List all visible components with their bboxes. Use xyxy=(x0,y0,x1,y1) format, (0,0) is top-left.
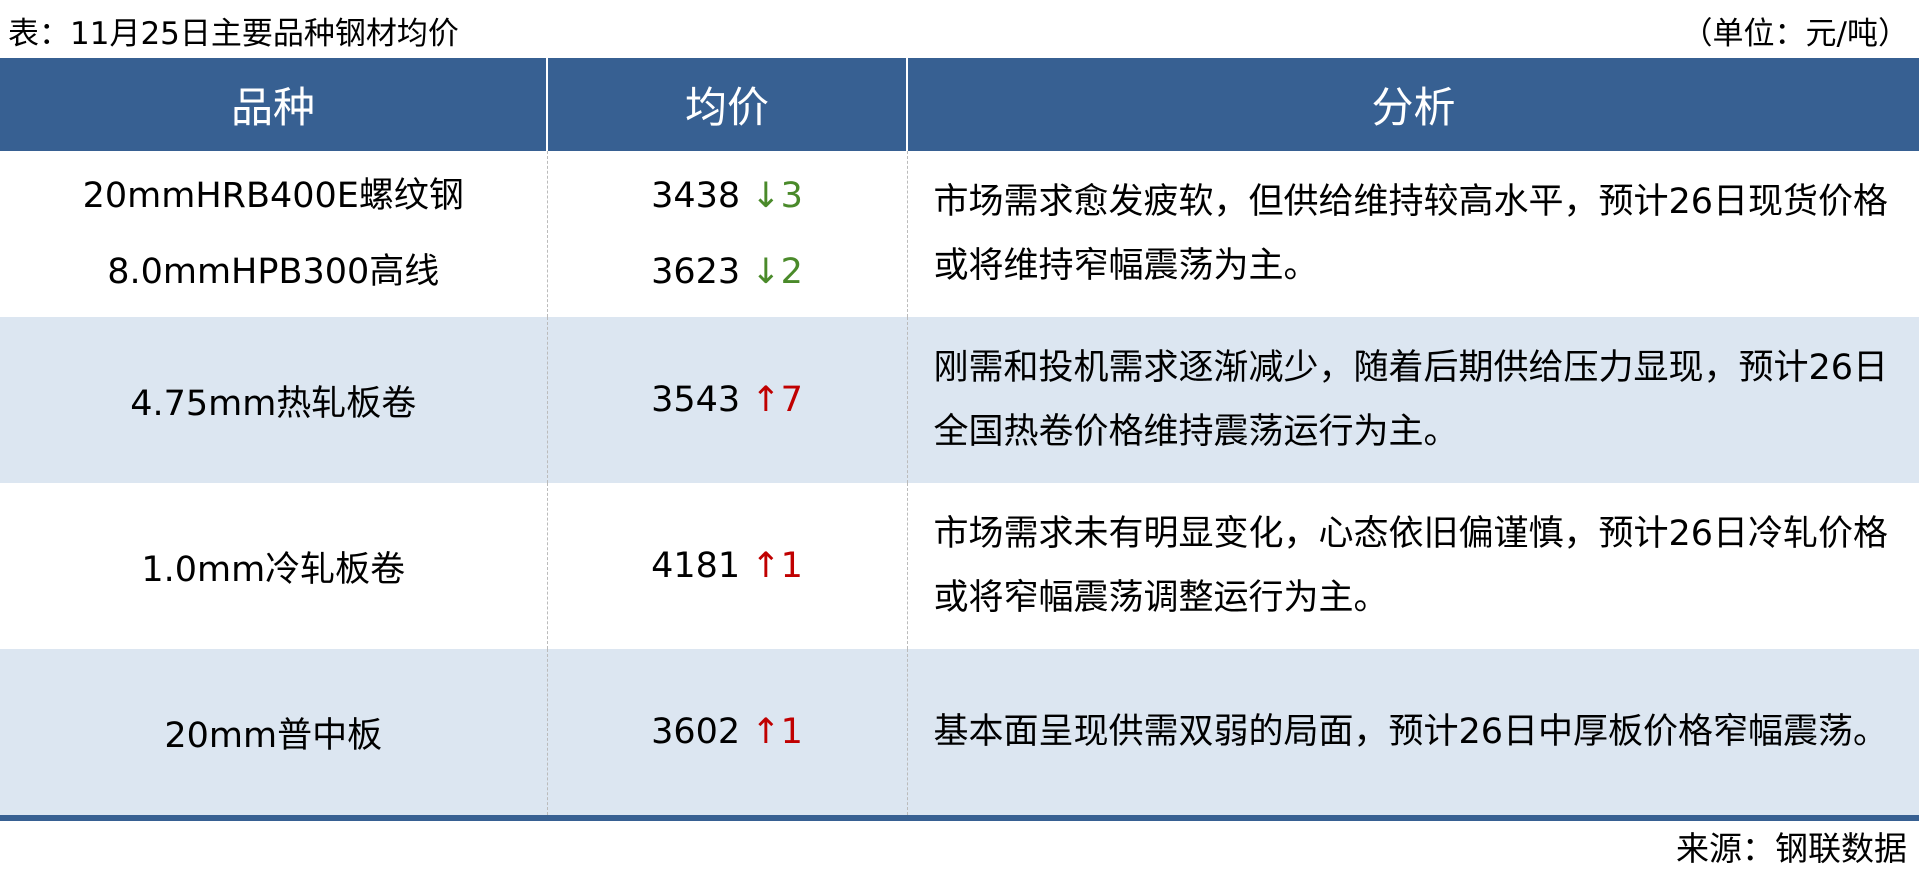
price-change: 7 xyxy=(780,380,803,420)
down-arrow-icon: ↓ xyxy=(751,252,781,292)
variety-name: 4.75mm热轧板卷 xyxy=(0,317,547,483)
header-analysis: 分析 xyxy=(906,58,1919,151)
up-arrow-icon: ↑ xyxy=(751,380,781,420)
price-value: 3602 xyxy=(651,712,741,752)
price-cell: 3543 ↑7 xyxy=(546,317,907,483)
up-arrow-icon: ↑ xyxy=(751,546,781,586)
price-change: 1 xyxy=(780,546,803,586)
table-row: 4.75mm热轧板卷 3543 ↑7 刚需和投机需求逐渐减少，随着后期供给压力显… xyxy=(0,317,1919,483)
analysis-cell: 刚需和投机需求逐渐减少，随着后期供给压力显现，预计26日全国热卷价格维持震荡运行… xyxy=(906,317,1919,483)
up-arrow-icon: ↑ xyxy=(751,712,781,752)
price-value: 3438 xyxy=(651,176,741,216)
analysis-cell: 市场需求未有明显变化，心态依旧偏谨慎，预计26日冷轧价格或将窄幅震荡调整运行为主… xyxy=(906,483,1919,649)
price-cell: 3602 ↑1 xyxy=(546,649,907,821)
analysis-cell: 市场需求愈发疲软，但供给维持较高水平，预计26日现货价格或将维持窄幅震荡为主。 xyxy=(906,151,1919,317)
price-change: 3 xyxy=(780,176,803,216)
table-title: 表：11月25日主要品种钢材均价 xyxy=(8,16,459,52)
variety-name: 1.0mm冷轧板卷 xyxy=(141,549,406,590)
unit-label: （单位：元/吨） xyxy=(1681,16,1909,52)
price-value: 3543 xyxy=(651,380,741,420)
source-label: 来源：钢联数据 xyxy=(1676,829,1907,868)
header-variety: 品种 xyxy=(0,58,547,151)
variety-name: 20mm普中板 xyxy=(0,649,547,821)
analysis-cell: 基本面呈现供需双弱的局面，预计26日中厚板价格窄幅震荡。 xyxy=(906,649,1919,821)
variety-cell: 20mmHRB400E螺纹钢 8.0mmHPB300高线 xyxy=(0,151,547,317)
steel-price-table: 品种 均价 分析 20mmHRB400E螺纹钢 8.0mmHPB300高线 34… xyxy=(0,58,1919,821)
price-change: 1 xyxy=(780,712,803,752)
price-value: 4181 xyxy=(651,546,741,586)
table-row: 20mmHRB400E螺纹钢 8.0mmHPB300高线 3438 ↓3 362… xyxy=(0,151,1919,317)
table-row: 1.0mm冷轧板卷 4181 ↑1 市场需求未有明显变化，心态依旧偏谨慎，预计2… xyxy=(0,483,1919,649)
price-value: 3623 xyxy=(651,252,741,292)
header-row: 品种 均价 分析 xyxy=(0,58,1919,151)
price-change: 2 xyxy=(780,252,803,292)
table-row: 20mm普中板 3602 ↑1 基本面呈现供需双弱的局面，预计26日中厚板价格窄… xyxy=(0,649,1919,821)
variety-name: 20mmHRB400E螺纹钢 xyxy=(82,176,464,216)
price-cell: 4181 ↑1 xyxy=(546,483,907,649)
price-cell: 3438 ↓3 3623 ↓2 xyxy=(546,151,907,317)
variety-name: 8.0mmHPB300高线 xyxy=(107,252,440,292)
down-arrow-icon: ↓ xyxy=(751,176,781,216)
header-price: 均价 xyxy=(546,58,907,151)
